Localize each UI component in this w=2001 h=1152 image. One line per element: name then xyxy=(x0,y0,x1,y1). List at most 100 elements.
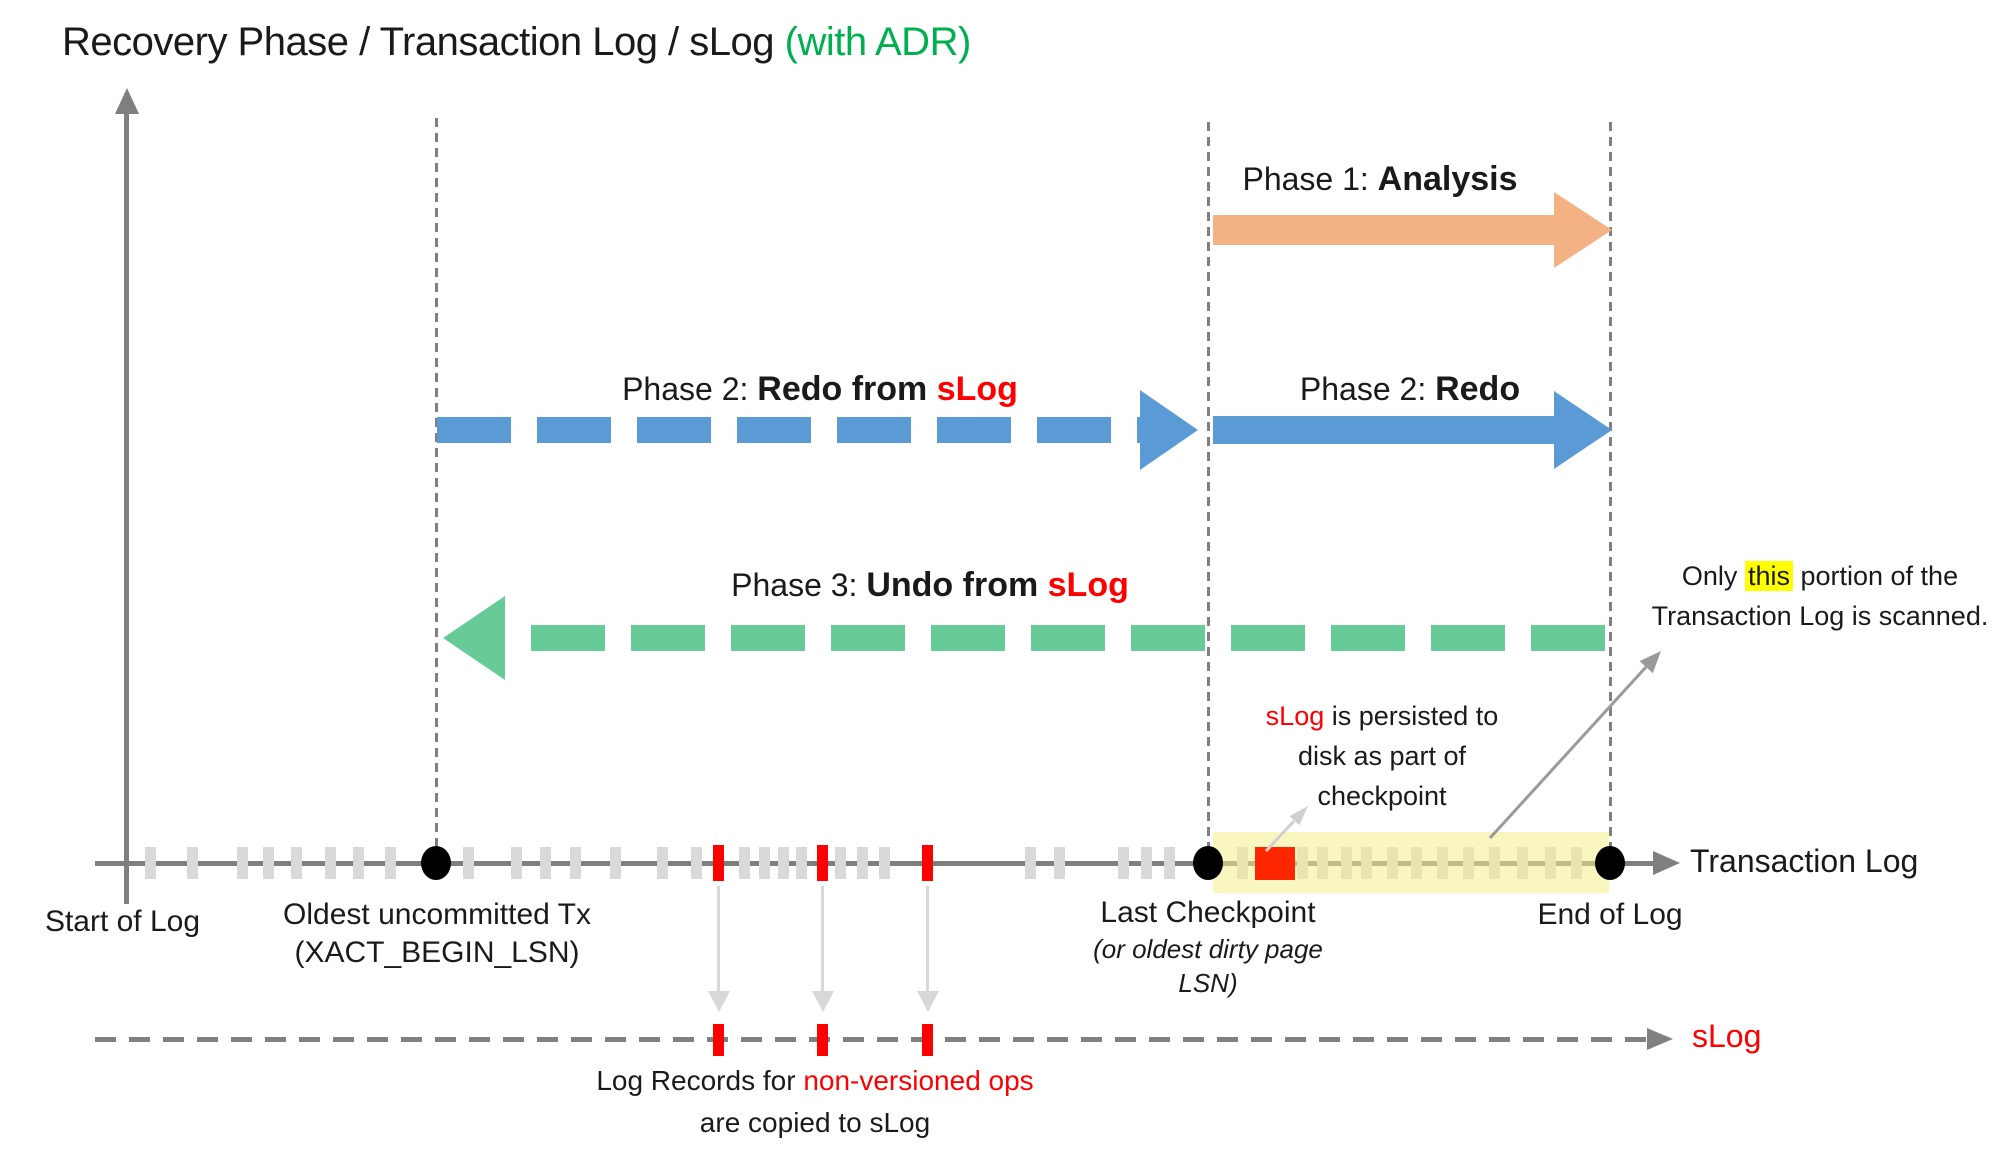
phase3-undo-from-slog-arrow xyxy=(505,625,1607,651)
phase1-arrowhead-icon xyxy=(1554,192,1612,268)
last-checkpoint-label: Last Checkpoint (or oldest dirty page LS… xyxy=(1058,894,1358,1000)
phase3-undo-arrowhead-icon xyxy=(443,596,505,680)
page-title: Recovery Phase / Transaction Log / sLog … xyxy=(62,20,971,65)
transaction-log-axis-label: Transaction Log xyxy=(1690,843,1919,879)
copy-red1: non-versioned ops xyxy=(803,1065,1034,1096)
phase3-label: Phase 3: Undo from sLog xyxy=(680,566,1180,605)
log-record-tick xyxy=(1054,847,1065,879)
log-record-tick xyxy=(691,847,702,879)
scan-line2: Transaction Log is scanned. xyxy=(1651,601,1989,631)
phase2-slog-red: sLog xyxy=(936,370,1018,408)
copy-arrowhead-icon xyxy=(812,991,834,1012)
copy-black1: Log Records for xyxy=(596,1065,804,1096)
phase2-redo-from-slog-arrowhead-icon xyxy=(1140,390,1198,470)
dot-end-of-log xyxy=(1595,846,1625,880)
copy-to-slog-arrow xyxy=(708,886,730,1012)
non-versioned-op-tick xyxy=(713,845,724,881)
log-record-tick xyxy=(835,847,846,879)
oldest-tx-line2: (XACT_BEGIN_LSN) xyxy=(294,936,580,969)
title-main: Recovery Phase / Transaction Log / sLog xyxy=(62,20,785,64)
copy-arrowhead-icon xyxy=(917,991,939,1012)
log-record-tick xyxy=(778,847,789,879)
start-of-log-label: Start of Log xyxy=(44,905,201,938)
phase2-label: Phase 2: Redo xyxy=(1210,370,1610,409)
phase2-slog-prefix: Phase 2: xyxy=(622,371,758,407)
log-record-tick xyxy=(879,847,890,879)
phase2-slog-name: Redo from xyxy=(757,370,937,408)
copy-annotation: Log Records for non-versioned ops are co… xyxy=(565,1060,1065,1144)
copy-line2: are copied to sLog xyxy=(699,1107,931,1138)
phase2-slog-label: Phase 2: Redo from sLog xyxy=(560,370,1080,409)
transaction-log-axis-line xyxy=(95,861,1655,866)
vertical-axis-line xyxy=(124,112,129,904)
non-versioned-op-tick xyxy=(817,845,828,881)
log-record-tick xyxy=(570,847,581,879)
scan-highlight: this xyxy=(1744,561,1793,591)
log-record-tick xyxy=(1141,847,1152,879)
log-record-tick xyxy=(325,847,336,879)
transaction-log-arrowhead-icon xyxy=(1653,851,1680,875)
phase1-analysis-arrow xyxy=(1213,215,1554,245)
phase2-name: Redo xyxy=(1435,370,1521,408)
log-record-tick xyxy=(187,847,198,879)
phase1-label: Phase 1: Analysis xyxy=(1190,160,1570,199)
oldest-tx-line1: Oldest uncommitted Tx xyxy=(283,898,591,931)
dot-oldest-uncommitted xyxy=(421,846,451,880)
log-record-tick xyxy=(237,847,248,879)
guide-line-end-of-log xyxy=(1609,122,1612,861)
slog-record-tick xyxy=(922,1024,933,1056)
log-record-tick xyxy=(145,847,156,879)
log-record-tick xyxy=(353,847,364,879)
phase3-red: sLog xyxy=(1047,566,1129,604)
log-record-tick xyxy=(291,847,302,879)
guide-line-last-checkpoint xyxy=(1207,122,1210,861)
copy-arrowhead-icon xyxy=(708,991,730,1012)
non-versioned-op-tick xyxy=(922,845,933,881)
phase1-prefix: Phase 1: xyxy=(1242,161,1378,197)
slog-dashed-line xyxy=(95,1037,1647,1042)
guide-line-oldest-uncommitted xyxy=(435,118,438,861)
log-record-tick xyxy=(463,847,474,879)
phase2-redo-arrowhead-icon xyxy=(1554,391,1612,469)
scan-pre: Only xyxy=(1681,561,1745,591)
persist-annotation: sLog is persisted to disk as part of che… xyxy=(1232,696,1532,816)
log-record-tick xyxy=(610,847,621,879)
last-checkpoint-sub2: LSN) xyxy=(1178,968,1238,998)
log-record-tick xyxy=(540,847,551,879)
slog-persisted-marker xyxy=(1255,847,1295,880)
dot-last-checkpoint xyxy=(1193,846,1223,880)
slog-axis-label: sLog xyxy=(1692,1018,1762,1054)
last-checkpoint-sub1: (or oldest dirty page xyxy=(1093,934,1323,964)
log-record-tick xyxy=(511,847,522,879)
phase3-name: Undo from xyxy=(866,566,1048,604)
log-record-tick xyxy=(1164,847,1175,879)
log-record-tick xyxy=(1118,847,1129,879)
slog-arrowhead-icon xyxy=(1647,1028,1673,1050)
slog-record-tick xyxy=(713,1024,724,1056)
scan-annotation: Only this portion of the Transaction Log… xyxy=(1640,556,2000,636)
slog-record-tick xyxy=(817,1024,828,1056)
log-record-tick xyxy=(385,847,396,879)
log-record-tick xyxy=(657,847,668,879)
log-record-tick xyxy=(263,847,274,879)
phase1-name: Analysis xyxy=(1377,160,1518,198)
log-record-tick xyxy=(857,847,868,879)
last-checkpoint-line1: Last Checkpoint xyxy=(1100,896,1316,929)
log-record-tick xyxy=(796,847,807,879)
end-of-log-label: End of Log xyxy=(1537,898,1683,931)
persist-slog: sLog xyxy=(1265,701,1325,731)
phase3-prefix: Phase 3: xyxy=(731,567,867,603)
persist-line3: checkpoint xyxy=(1317,781,1447,811)
log-record-tick xyxy=(739,847,750,879)
phase2-redo-from-slog-arrow xyxy=(437,417,1140,443)
copy-to-slog-arrow xyxy=(917,886,939,1012)
log-record-tick xyxy=(1025,847,1036,879)
vertical-axis-arrowhead-icon xyxy=(115,88,139,114)
scan-post: portion of the xyxy=(1792,561,1959,591)
phase2-redo-arrow xyxy=(1213,416,1554,444)
phase2-prefix: Phase 2: xyxy=(1299,371,1436,407)
title-adr-suffix: (with ADR) xyxy=(784,20,972,64)
persist-line2: disk as part of xyxy=(1297,741,1467,771)
copy-to-slog-arrow xyxy=(812,886,834,1012)
